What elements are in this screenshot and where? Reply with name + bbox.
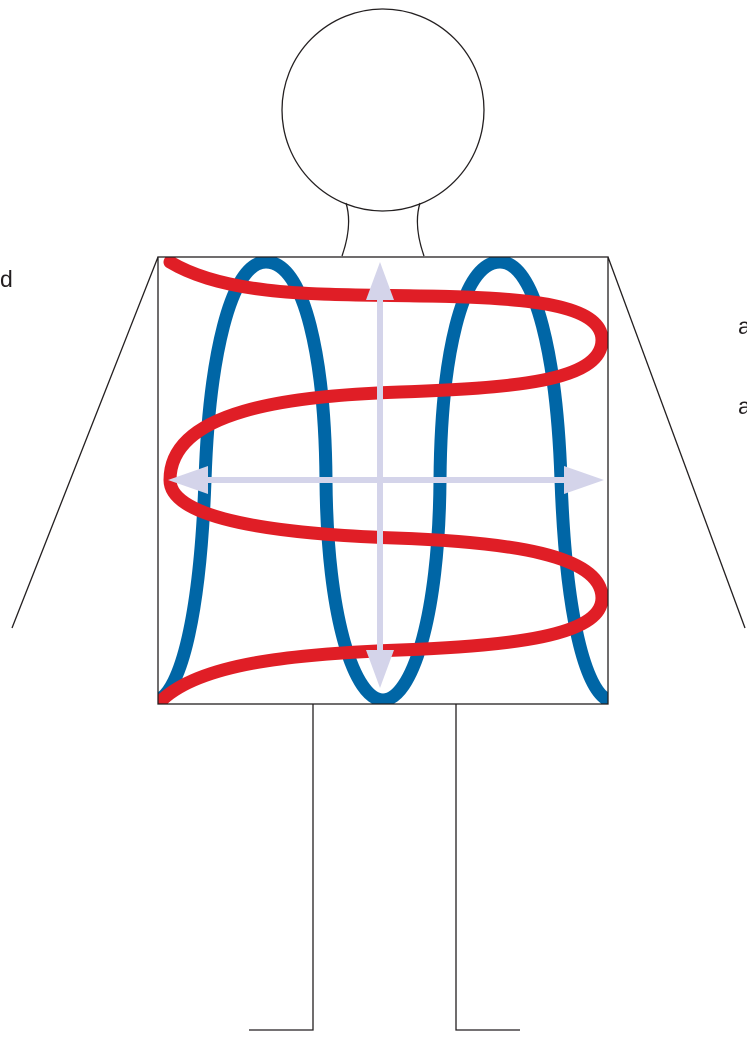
vertical-axis-arrowhead-top: [366, 262, 394, 300]
neck-left: [342, 203, 349, 256]
right-arm: [608, 257, 745, 628]
left-arm: [12, 257, 158, 628]
right-leg: [456, 704, 520, 1030]
right-label-fragment-1: a: [738, 315, 747, 338]
horizontal-axis-arrowhead-right: [564, 466, 604, 494]
neck-right: [417, 203, 424, 256]
head: [282, 9, 484, 211]
left-label-fragment: d: [0, 268, 13, 291]
right-label-fragment-2: a: [738, 395, 747, 418]
left-leg: [249, 704, 313, 1030]
vertical-axis-arrowhead-bottom: [366, 650, 394, 688]
